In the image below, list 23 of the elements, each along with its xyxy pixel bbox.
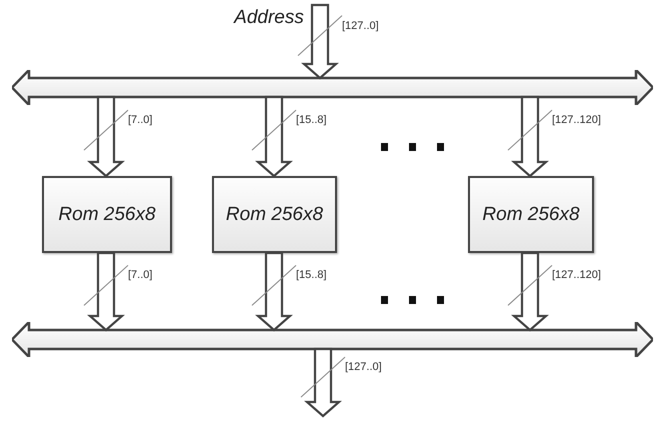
- rom-label: Rom 256x8: [482, 204, 580, 226]
- edge-label: [15..8]: [296, 269, 327, 282]
- bus-arrow: [87, 96, 125, 178]
- rom-label: Rom 256x8: [226, 204, 324, 226]
- bus-arrow: [511, 96, 549, 178]
- edge-label: [7..0]: [128, 114, 152, 128]
- edge-label: [7..0]: [128, 269, 152, 282]
- edge-label: [15..8]: [296, 114, 327, 128]
- edge-label: [127..0]: [342, 20, 379, 33]
- bus-arrow: [255, 96, 293, 178]
- signal-label: Address: [234, 7, 304, 29]
- rom-block: [468, 176, 594, 253]
- bus-arrow: [511, 252, 549, 332]
- rom-label: Rom 256x8: [58, 204, 156, 226]
- edge-label: [127..0]: [345, 361, 382, 374]
- rom-block: [212, 176, 337, 253]
- edge-label: [127..120]: [552, 269, 601, 282]
- bus-arrow: [87, 252, 125, 332]
- bus-arrow: [304, 348, 342, 418]
- bus-arrow: [301, 4, 339, 80]
- edge-label: [127..120]: [552, 114, 601, 128]
- bus-arrow: [255, 252, 293, 332]
- rom-block: [42, 176, 172, 253]
